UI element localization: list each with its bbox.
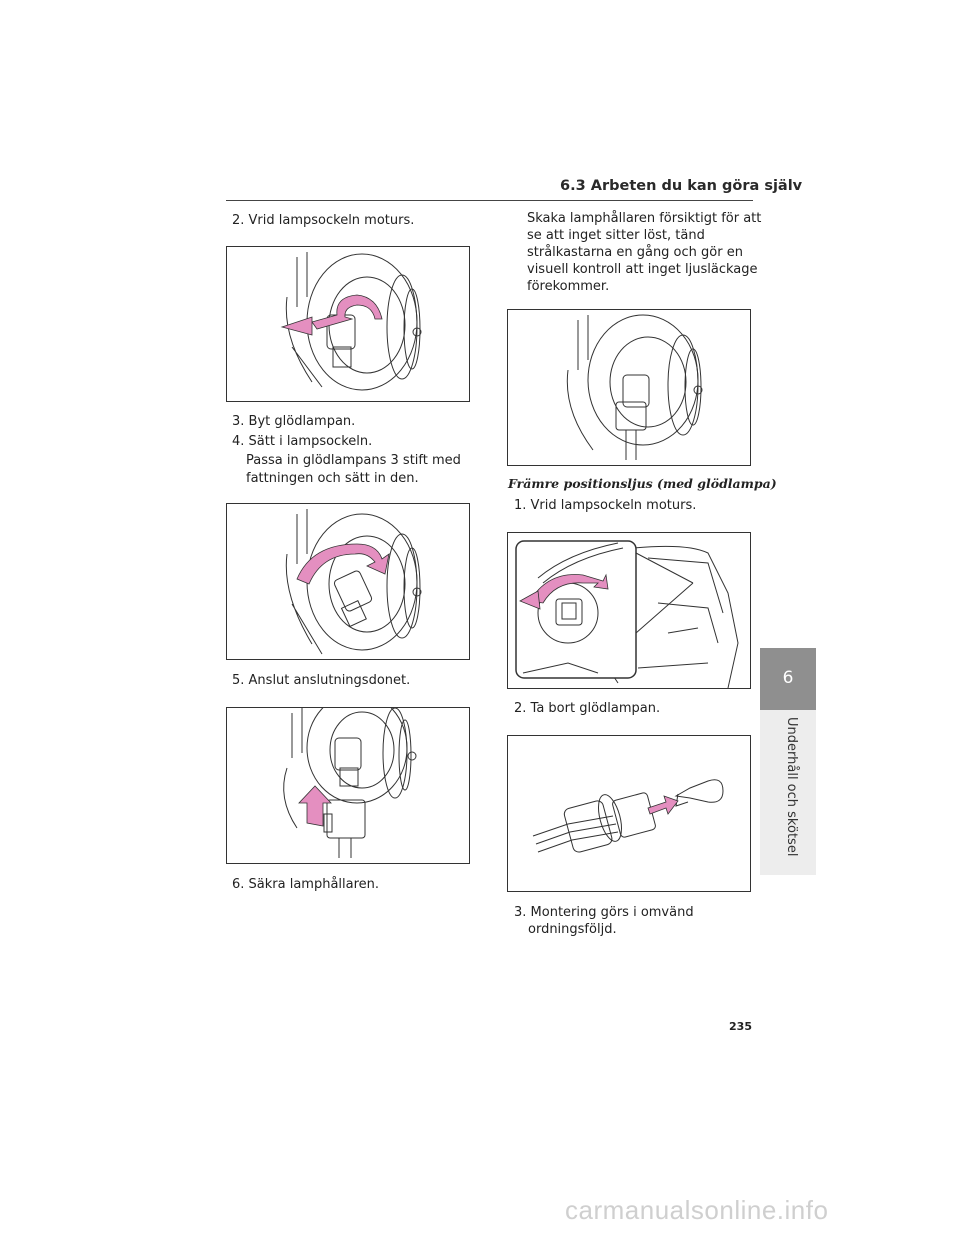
figure-remove-bulb (507, 735, 751, 892)
intro-line-4: visuell kontroll att inget ljusläckage (527, 262, 758, 277)
step-5-text: 5. Anslut anslutningsdonet. (232, 673, 411, 688)
step-2-text: 2. Vrid lampsockeln moturs. (232, 213, 415, 228)
position-light-step-2: 2. Ta bort glödlampan. (514, 701, 661, 716)
intro-line-5: förekommer. (527, 279, 610, 294)
watermark: carmanualsonline.info (565, 1195, 829, 1225)
step-4-note-line-1: Passa in glödlampans 3 stift med (246, 453, 461, 468)
figure-check-lamp-holder (507, 309, 751, 466)
page-number: 235 (729, 1020, 752, 1033)
position-light-step-3-line-2: ordningsföljd. (528, 922, 617, 937)
figure-rotate-socket-ccw (226, 246, 470, 402)
chapter-tab: 6 (760, 648, 816, 710)
intro-line-3: strålkastarna en gång och gör en (527, 245, 743, 260)
step-6-text: 6. Säkra lamphållaren. (232, 877, 380, 892)
header-divider (226, 200, 753, 201)
figure-connect-connector (226, 707, 470, 864)
section-title: 6.3 Arbeten du kan göra själv (560, 178, 803, 194)
chapter-label: Underhåll och skötsel (784, 717, 799, 857)
intro-line-2: se att inget sitter löst, tänd (527, 228, 705, 243)
intro-line-1: Skaka lamphållaren försiktigt för att (527, 211, 762, 226)
figure-rotate-position-socket (507, 532, 751, 689)
step-4-text: 4. Sätt i lampsockeln. (232, 434, 373, 449)
chapter-number: 6 (782, 668, 794, 688)
position-light-step-3-line-1: 3. Montering görs i omvänd (514, 905, 694, 920)
chapter-strip (760, 710, 816, 875)
step-3-text: 3. Byt glödlampan. (232, 414, 356, 429)
position-light-step-1: 1. Vrid lampsockeln moturs. (514, 498, 697, 513)
step-4-note-line-2: fattningen och sätt in den. (246, 471, 419, 486)
figure-insert-socket (226, 503, 470, 660)
section-heading-front-position-lights: Främre positionsljus (med glödlampa) (508, 476, 777, 491)
